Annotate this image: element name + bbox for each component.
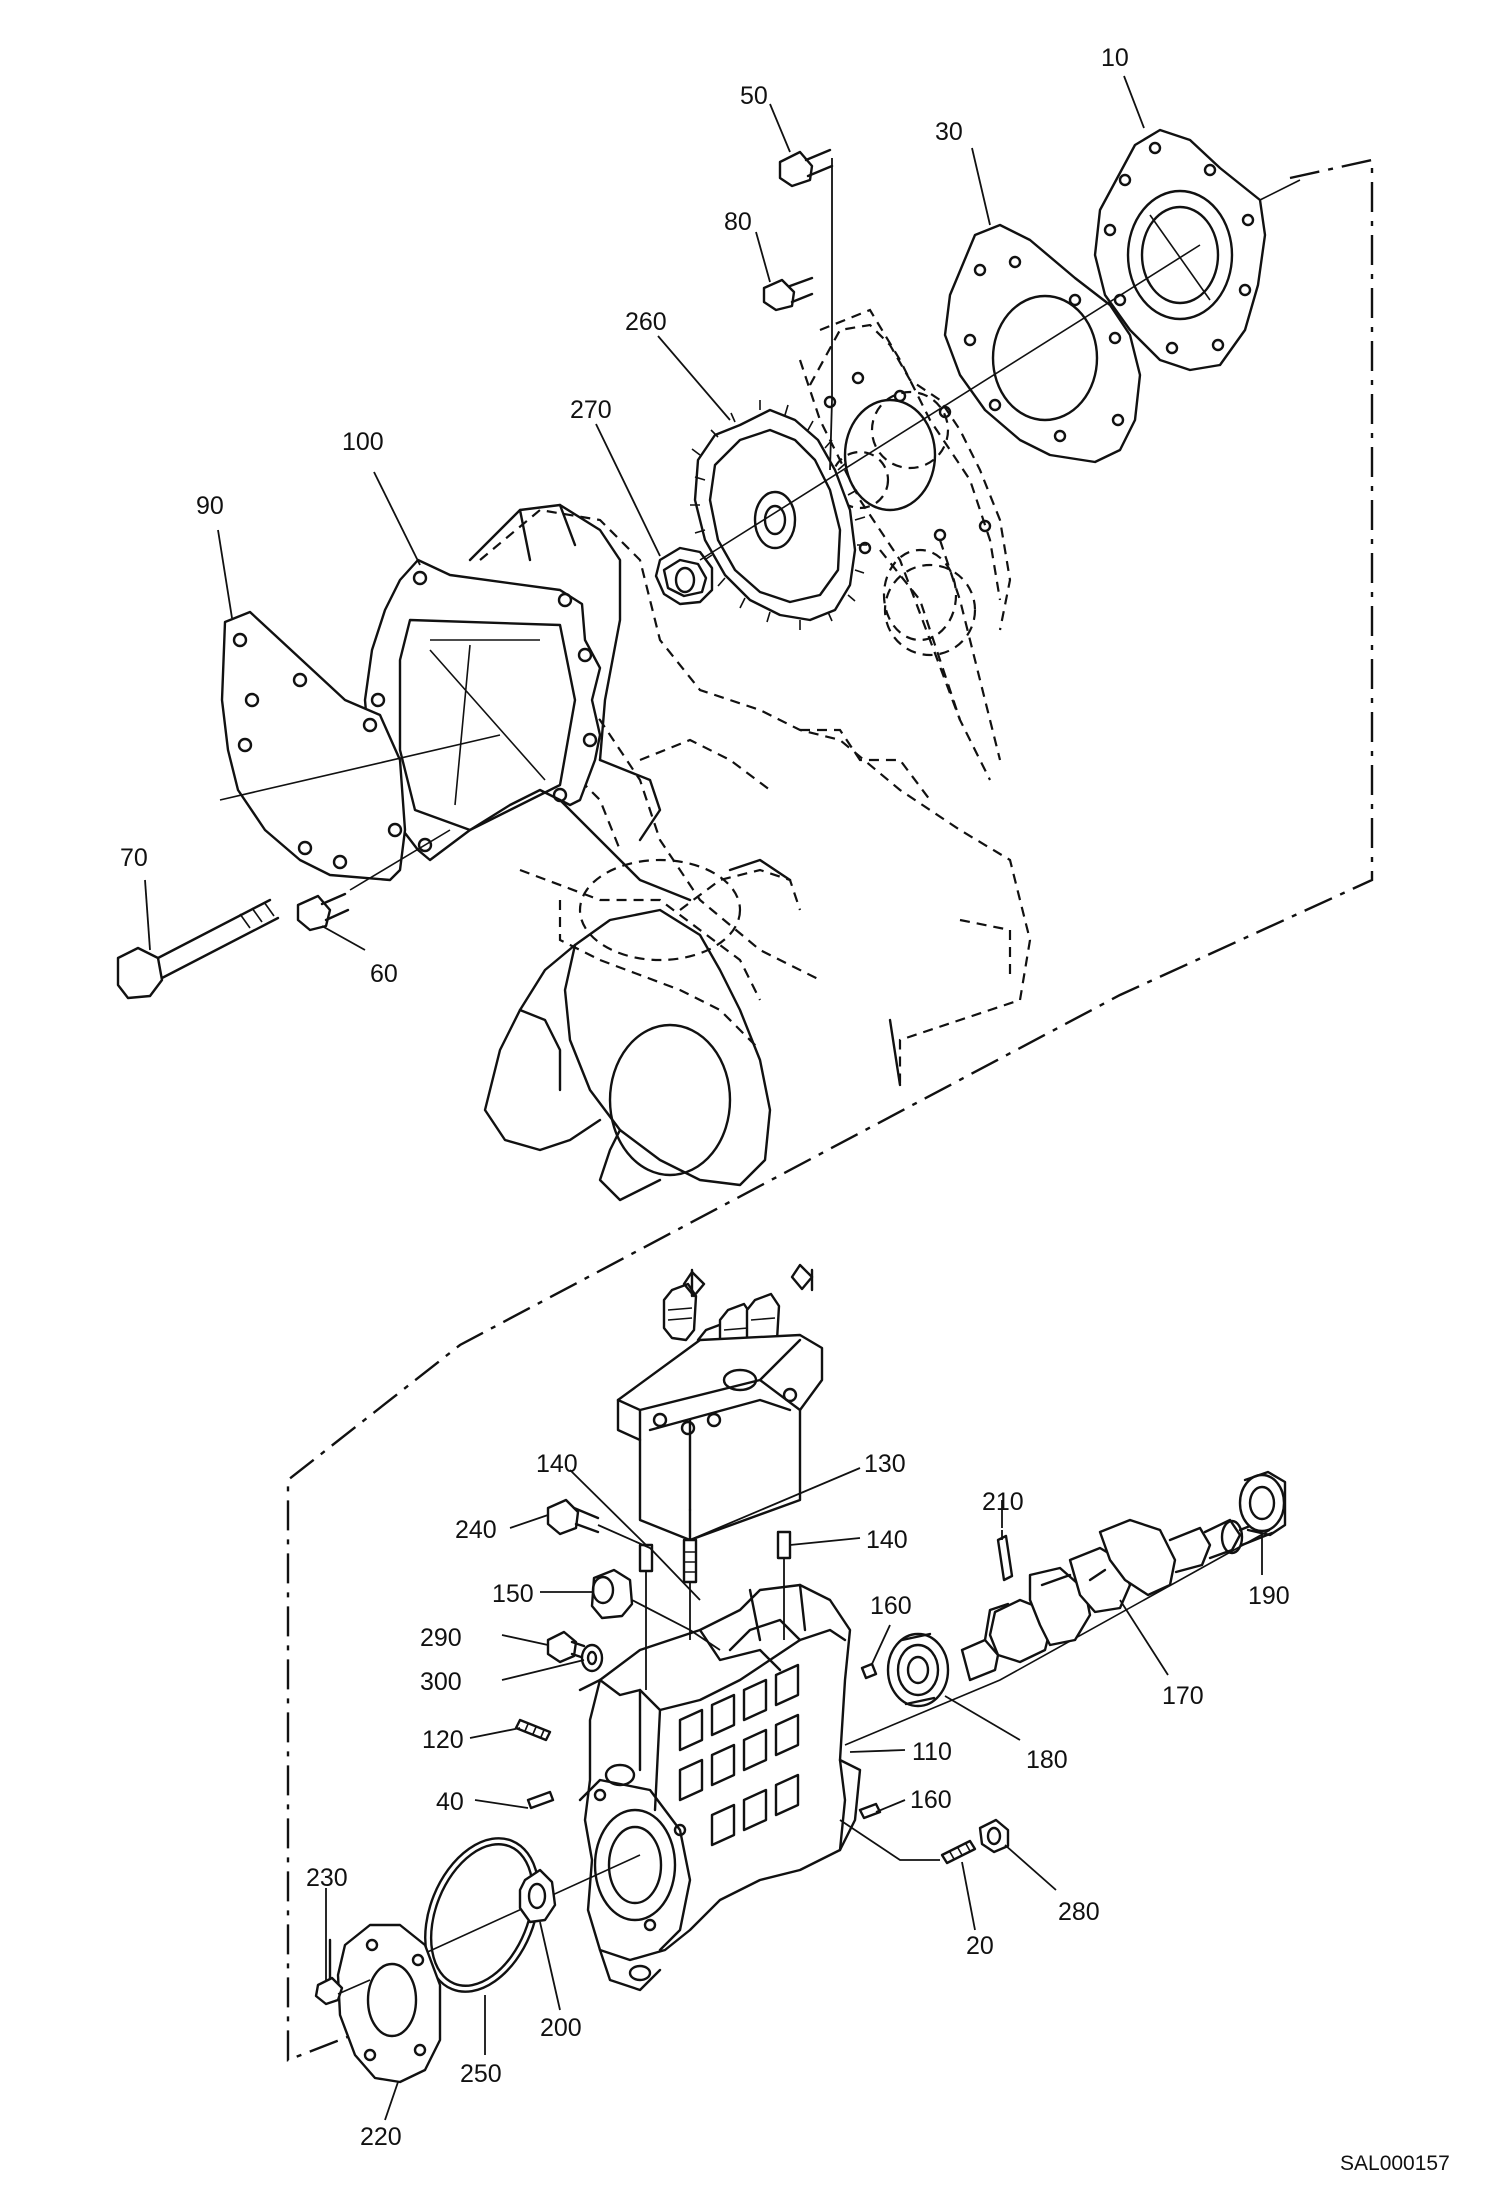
pin-160-upper	[860, 1662, 878, 1680]
callout-290: 290	[420, 1624, 462, 1652]
callout-230: 230	[306, 1864, 348, 1892]
bolt-80	[762, 276, 814, 312]
callout-200: 200	[540, 2014, 582, 2042]
pump-flange	[1093, 128, 1267, 372]
pin-120	[514, 1718, 552, 1742]
bushing-150	[590, 1568, 721, 1651]
callout-180: 180	[1026, 1746, 1068, 1774]
callout-190: 190	[1248, 1582, 1290, 1610]
callout-20: 20	[966, 1932, 994, 1960]
short-bolt-60	[296, 892, 350, 932]
callout-280: 280	[1058, 1898, 1100, 1926]
camshaft-170	[960, 1516, 1274, 1682]
callout-130: 130	[864, 1450, 906, 1478]
o-ring-250	[424, 1837, 540, 1993]
nut-190	[1238, 1470, 1287, 1537]
callout-leader-lines	[144, 75, 1263, 2121]
plug-280	[978, 1818, 1010, 1854]
callout-300: 300	[420, 1668, 462, 1696]
fastener-leader-line	[829, 158, 833, 471]
callout-30: 30	[935, 118, 963, 146]
assembly-boundary-line	[286, 158, 1374, 2062]
callout-160-upper: 160	[870, 1592, 912, 1620]
callout-150: 150	[492, 1580, 534, 1608]
front-cover-plate	[220, 610, 407, 882]
callout-70: 70	[120, 844, 148, 872]
pump-head	[616, 1333, 824, 1542]
injection-pump-housing	[578, 1583, 862, 1992]
washer-300	[580, 1643, 604, 1673]
callout-260: 260	[625, 308, 667, 336]
plug-290	[546, 1630, 586, 1664]
screw-230	[314, 1938, 371, 2006]
pump-drive-axis-line	[699, 179, 1301, 561]
circlip-200	[518, 1868, 557, 1924]
gear-case-housing	[798, 308, 1002, 721]
callout-140-upper-left: 140	[536, 1450, 578, 1478]
guide-pins	[638, 1530, 792, 1690]
key-210	[996, 1530, 1014, 1582]
callout-100: 100	[342, 428, 384, 456]
callout-120: 120	[422, 1726, 464, 1754]
drawing-reference-code: SAL000157	[1340, 2152, 1450, 2175]
upper-axis-line	[219, 734, 501, 891]
pin-20-leader-line	[839, 1819, 940, 1861]
callout-170: 170	[1162, 1682, 1204, 1710]
gear-nut	[654, 546, 714, 606]
pin-160-lower	[858, 1802, 882, 1820]
callout-250: 250	[460, 2060, 502, 2088]
callout-110: 110	[912, 1738, 952, 1766]
callout-40: 40	[436, 1788, 464, 1816]
callout-labels: 10 30 50 80 260 270 100 90 70 60 140 130…	[120, 44, 1290, 2151]
bolt-240	[546, 1498, 701, 1601]
pin-40	[526, 1790, 555, 1810]
callout-240: 240	[455, 1516, 497, 1544]
callout-220: 220	[360, 2123, 402, 2151]
bolt-50	[778, 148, 834, 188]
long-bolt-70	[116, 898, 280, 1000]
gear-case-cover	[363, 503, 692, 902]
callout-60: 60	[370, 960, 398, 988]
timing-gear-plate	[809, 323, 1012, 642]
injection-pump-gear	[690, 400, 867, 630]
callout-210: 210	[982, 1488, 1024, 1516]
engine-lower-housing	[483, 858, 902, 1202]
pin-20	[940, 1839, 977, 1865]
callout-270: 270	[570, 396, 612, 424]
callout-140-right: 140	[866, 1526, 908, 1554]
cover-plate-220	[336, 1923, 442, 2084]
callout-80: 80	[724, 208, 752, 236]
callout-90: 90	[196, 492, 224, 520]
callout-50: 50	[740, 82, 768, 110]
callout-160-lower: 160	[910, 1786, 952, 1814]
bearing-180	[886, 1632, 950, 1708]
callout-10: 10	[1101, 44, 1129, 72]
